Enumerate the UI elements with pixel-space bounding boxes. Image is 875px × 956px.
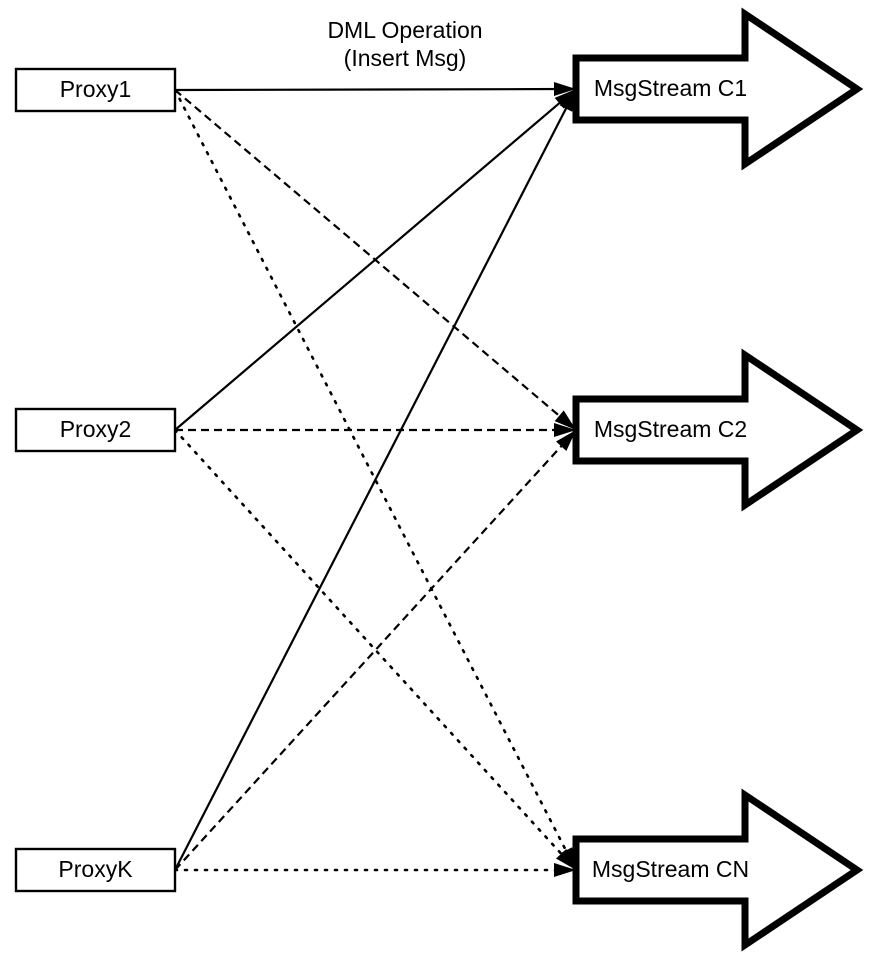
edge-proxy1-cn: [173, 88, 571, 859]
edge-proxyk-c1-arrowhead-icon: [559, 89, 576, 112]
edge-proxy2-cn: [173, 428, 568, 861]
proxyk-box: [14, 847, 177, 893]
edge-proxyk-c2: [174, 439, 568, 871]
edge-proxyk-c2-arrowhead-icon: [556, 430, 576, 451]
edge-proxyk-c1: [174, 100, 571, 871]
stream-c1-block-arrow-icon: [572, 7, 864, 171]
edge-proxy2-c2-arrowhead-icon: [554, 423, 576, 437]
stream-node-stream-cn[interactable]: MsgStream CN: [572, 788, 864, 952]
proxy2-label: Proxy2: [60, 416, 132, 442]
stream-c1-label: MsgStream C1: [594, 75, 747, 101]
proxy-node-proxyk[interactable]: ProxyK: [14, 847, 177, 893]
edge-proxy1-c2: [174, 89, 567, 422]
arrowheads-layer: [553, 82, 576, 877]
annotation-line-2: (Insert Msg): [344, 45, 467, 71]
edge-proxy1-c2-arrowhead-icon: [554, 410, 576, 430]
edge-proxy1-c1: [174, 87, 563, 92]
stream-node-stream-c2[interactable]: MsgStream C2: [572, 348, 864, 512]
proxy-node-proxy1[interactable]: Proxy1: [14, 67, 177, 113]
edge-proxy2-c1-arrowhead-icon: [554, 89, 576, 109]
edge-proxy1-c1-arrowhead-icon: [553, 82, 576, 97]
proxyk-label: ProxyK: [58, 856, 133, 882]
dml-operation-annotation: DML Operation (Insert Msg): [327, 17, 482, 71]
annotation-line-1: DML Operation: [327, 17, 482, 43]
proxy-node-proxy2[interactable]: Proxy2: [14, 407, 177, 453]
stream-c2-label: MsgStream C2: [594, 416, 747, 442]
stream-node-stream-c1[interactable]: MsgStream C1: [572, 7, 864, 171]
edge-proxy2-cn-arrowhead-icon: [556, 849, 576, 870]
edges-layer: [173, 87, 571, 872]
stream-cn-label: MsgStream CN: [592, 856, 749, 882]
proxy1-box: [14, 67, 177, 113]
stream-cn-block-arrow-icon: [572, 788, 864, 952]
streams-layer: MsgStream C1 MsgStream C2 MsgStream CN: [572, 7, 864, 952]
proxy2-box: [14, 407, 177, 453]
edge-proxyk-cn-arrowhead-icon: [554, 863, 576, 877]
edge-proxy2-c1: [174, 97, 567, 431]
proxy1-label: Proxy1: [60, 76, 132, 102]
stream-c2-block-arrow-icon: [572, 348, 864, 512]
